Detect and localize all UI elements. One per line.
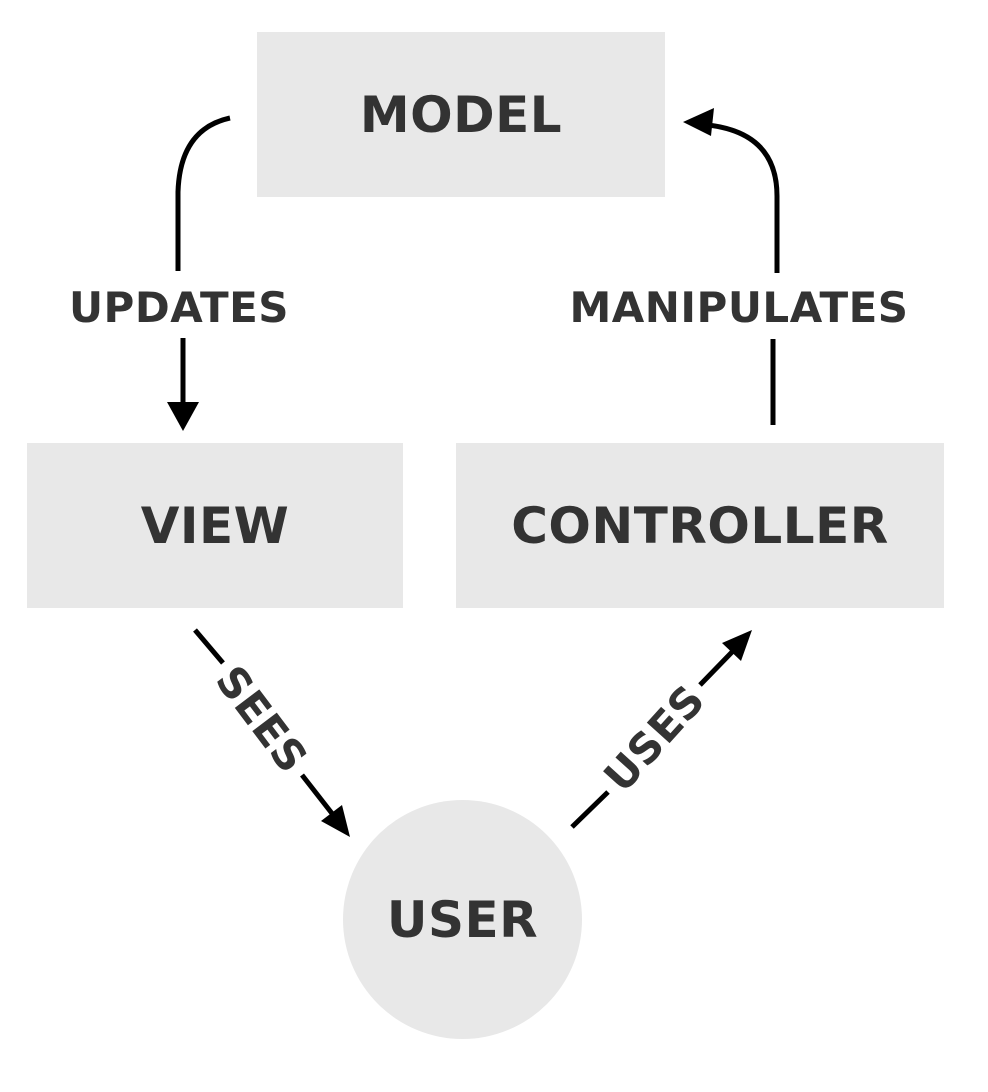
view-node: VIEW bbox=[27, 443, 403, 608]
model-node-label: MODEL bbox=[359, 85, 563, 144]
manipulates-edge-label: MANIPULATES bbox=[569, 282, 909, 332]
user-node: USER bbox=[343, 800, 582, 1039]
uses-edge-label: USES bbox=[593, 675, 715, 801]
uses-arrowhead-icon bbox=[722, 630, 752, 661]
model-node: MODEL bbox=[257, 32, 665, 197]
manipulates-arrowhead-icon bbox=[683, 108, 714, 136]
sees-edge-label: SEES bbox=[206, 656, 318, 782]
updates-arrow-curve bbox=[175, 115, 231, 271]
manipulates-arrow-curve bbox=[707, 122, 780, 273]
updates-arrowhead-icon bbox=[167, 402, 199, 431]
view-node-label: VIEW bbox=[140, 496, 290, 555]
controller-node: CONTROLLER bbox=[456, 443, 944, 608]
updates-arrow bbox=[167, 115, 231, 431]
user-node-label: USER bbox=[386, 890, 539, 949]
updates-edge-label: UPDATES bbox=[68, 282, 290, 332]
controller-node-label: CONTROLLER bbox=[511, 496, 889, 555]
sees-arrowhead-icon bbox=[321, 805, 350, 837]
manipulates-arrow bbox=[683, 108, 780, 425]
